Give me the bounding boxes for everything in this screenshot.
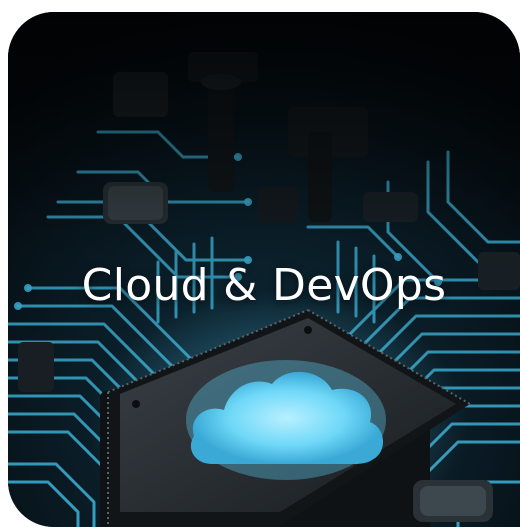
card-title: Cloud & DevOps: [81, 260, 447, 311]
cloud-icon: [186, 360, 386, 480]
cloud-devops-card[interactable]: Cloud & DevOps: [8, 12, 520, 527]
circuit-board-illustration: [8, 12, 520, 527]
